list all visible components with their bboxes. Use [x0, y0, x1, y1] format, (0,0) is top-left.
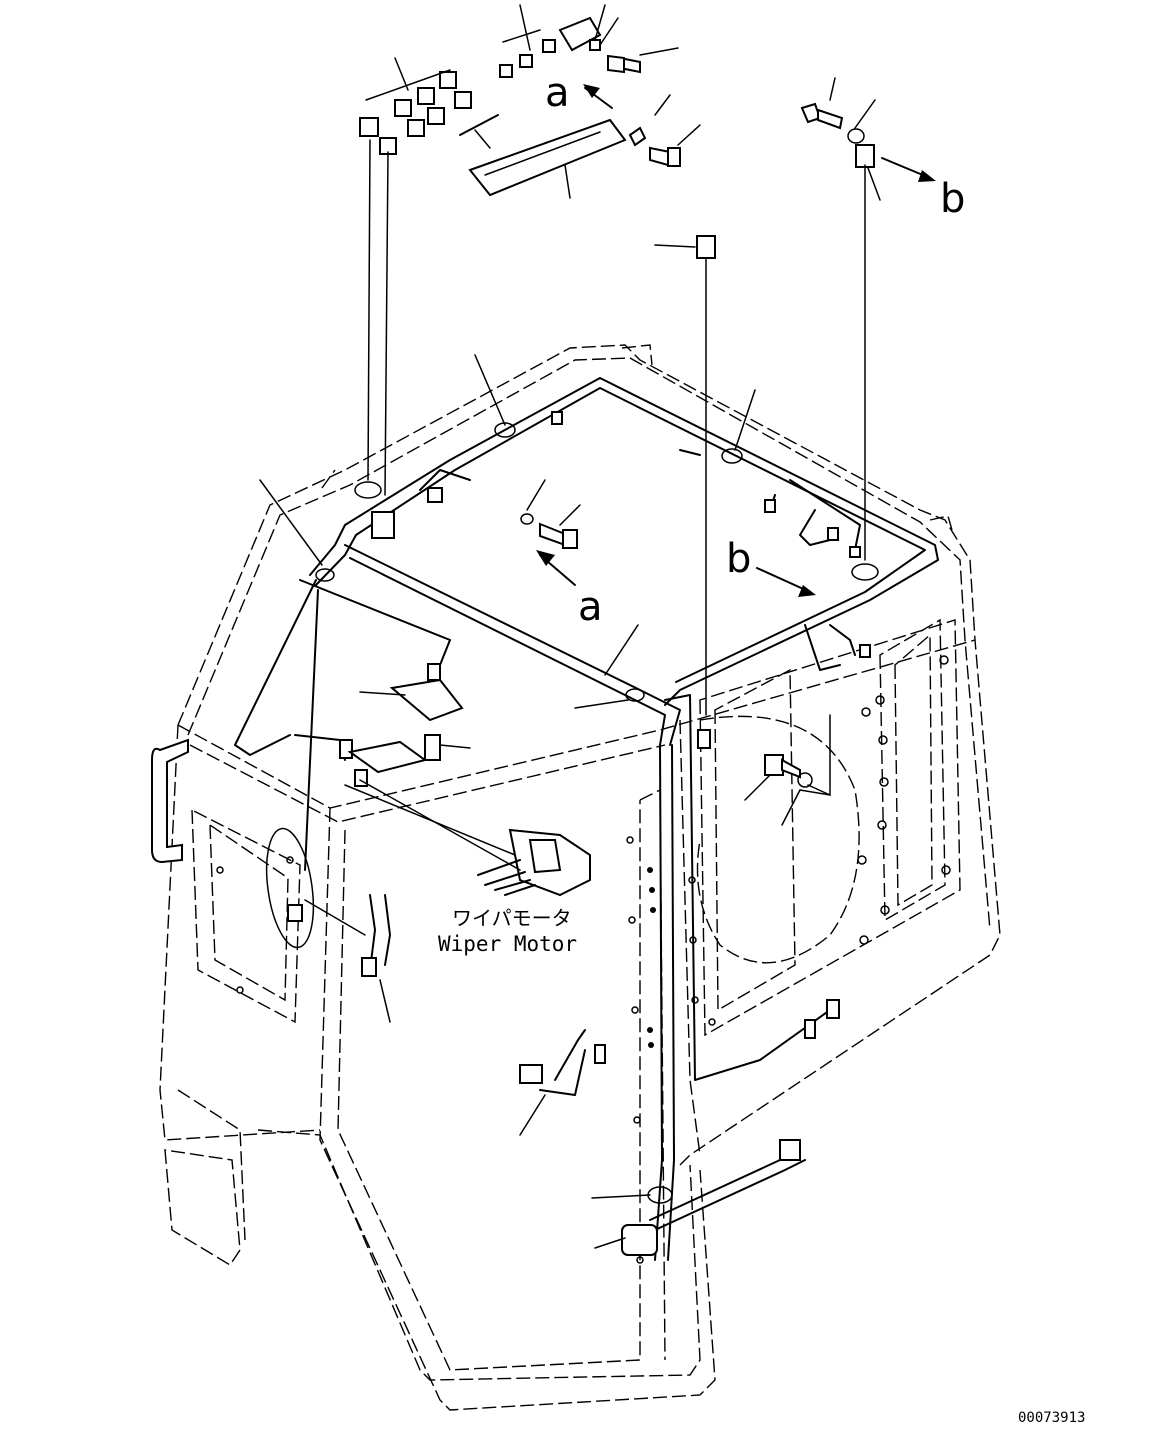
exploded-parts: [359, 16, 875, 259]
cab-frame: [151, 344, 1001, 1411]
wiper-bracket: [347, 740, 428, 774]
roof-harness: [234, 377, 939, 1261]
detail-b-top-label: b: [940, 176, 965, 222]
wiper-motor-jp-label: ワイパモータ: [452, 906, 572, 930]
roof-bolt-a: [520, 513, 578, 549]
loop-highlight: [265, 827, 315, 949]
detail-a-top-label: a: [545, 70, 570, 116]
lower-connectors: [361, 957, 801, 1256]
panel-bolt-holes: [216, 481, 951, 1264]
lamp-plate: [389, 678, 464, 722]
detail-circle: [696, 715, 860, 964]
wiper-motor: [477, 828, 591, 897]
detail-b-mid-label: b: [726, 536, 751, 582]
harness-clamps: [287, 411, 871, 1204]
wiper-motor-en-label: Wiper Motor: [438, 932, 577, 956]
leader-lines: [259, 4, 881, 1249]
drawing-number: 00073913: [1018, 1410, 1085, 1426]
detail-a-mid-label: a: [578, 584, 603, 630]
side-bolt: [764, 754, 813, 788]
arrows: [536, 84, 936, 597]
